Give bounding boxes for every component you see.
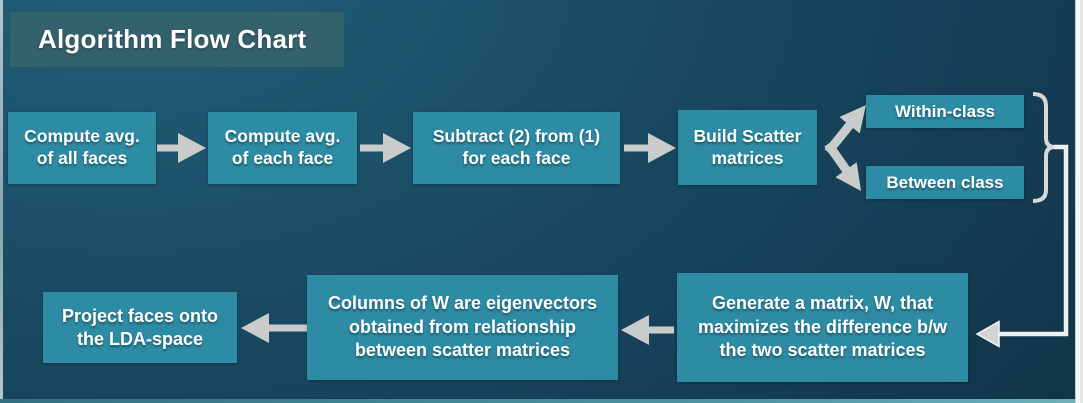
node-label: Project faces onto the LDA-space: [61, 306, 219, 349]
branch-arrow-down-icon: [824, 141, 861, 191]
flow-node-within-class: Within-class: [866, 95, 1024, 128]
node-label: Build Scatter matrices: [693, 125, 802, 168]
slide-title-label: Algorithm Flow Chart: [38, 24, 307, 54]
node-label: Between class: [886, 172, 1004, 192]
node-label: Compute avg. of all faces: [24, 126, 140, 168]
flow-node-between-class: Between class: [866, 166, 1024, 199]
node-label: Within-class: [895, 101, 995, 121]
flow-arrow-left-icon: [241, 313, 307, 343]
slide-left-edge: [0, 0, 3, 403]
slide-title: Algorithm Flow Chart: [10, 12, 344, 67]
flow-arrow-left-icon: [621, 315, 674, 345]
flow-node-compute-avg-all-faces: Compute avg. of all faces: [8, 112, 156, 184]
node-label: Subtract (2) from (1) for each face: [432, 126, 601, 168]
flow-node-build-scatter-matrices: Build Scatter matrices: [678, 110, 817, 185]
slide-bottom-edge: [0, 399, 1083, 403]
flow-arrow-right-icon: [360, 133, 411, 163]
window-right-edge: [1075, 0, 1083, 403]
flow-node-columns-of-w: Columns of W are eigenvectors obtained f…: [307, 275, 618, 380]
flow-node-project-faces: Project faces onto the LDA-space: [43, 292, 237, 363]
flow-node-compute-avg-each-face: Compute avg. of each face: [208, 112, 357, 184]
branch-arrow-up-icon: [824, 105, 866, 155]
node-label: Columns of W are eigenvectors obtained f…: [327, 292, 598, 361]
flow-arrow-right-icon: [157, 133, 206, 163]
curly-brace-icon: [1032, 92, 1056, 203]
node-label: Generate a matrix, W, that maximizes the…: [697, 292, 948, 361]
flow-node-generate-matrix-w: Generate a matrix, W, that maximizes the…: [677, 273, 968, 382]
node-label: Compute avg. of each face: [224, 126, 341, 168]
flow-node-subtract: Subtract (2) from (1) for each face: [413, 112, 620, 184]
elbow-connector-arrowhead-icon: [975, 320, 1000, 348]
flow-arrow-right-icon: [624, 133, 676, 163]
